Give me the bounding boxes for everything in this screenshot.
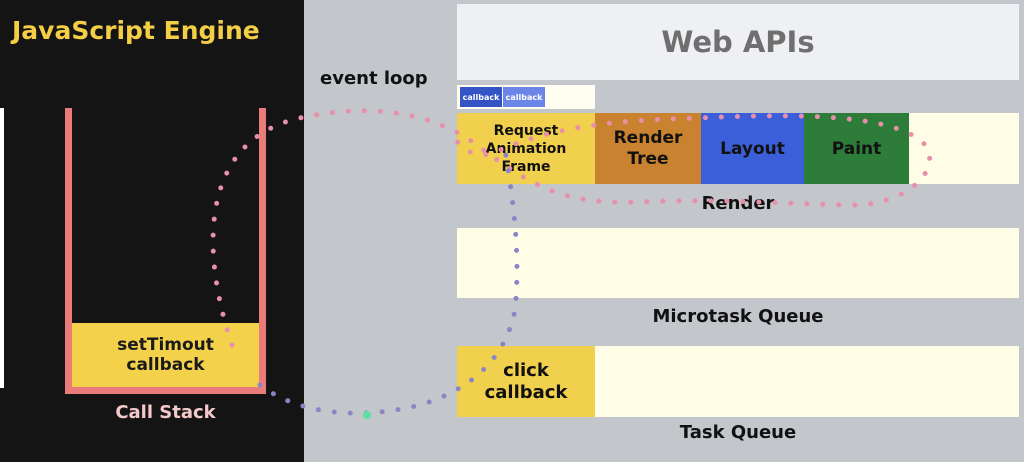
call-stack-right-wall [259, 108, 266, 394]
web-apis-title: Web APIs [661, 25, 815, 59]
raf-line-3: Frame [501, 158, 551, 175]
layout-label: Layout [720, 138, 785, 159]
web-apis-box: Web APIs [457, 4, 1019, 80]
task-queue-item-click-callback: click callback [457, 346, 595, 417]
raf-line-1: Request [493, 122, 559, 139]
stack-frame-line-1: setTimout [117, 335, 214, 355]
render-stage-layout: Layout [701, 113, 804, 184]
call-stack-frame-settimeout-callback: setTimout callback [72, 323, 259, 387]
task-item-line-2: callback [484, 381, 568, 403]
animation-callback-1: callback [460, 87, 502, 107]
render-tree-line-2: Tree [627, 148, 669, 169]
render-stage-request-animation-frame: Request Animation Frame [457, 113, 595, 184]
raf-line-2: Animation [485, 140, 567, 157]
microtask-queue-label: Microtask Queue [652, 306, 824, 327]
event-loop-label: event loop [320, 68, 428, 89]
render-stage-paint: Paint [804, 113, 909, 184]
microtask-queue [457, 228, 1019, 298]
call-stack-label: Call Stack [115, 402, 216, 423]
engine-title: JavaScript Engine [12, 16, 260, 45]
stack-frame-line-2: callback [126, 355, 205, 375]
call-stack-left-wall [65, 108, 72, 394]
animation-callback-2: callback [503, 87, 545, 107]
render-label: Render [701, 193, 775, 214]
cursor-dot [363, 411, 371, 419]
paint-label: Paint [831, 138, 882, 159]
task-queue-label: Task Queue [679, 422, 797, 443]
heap-edge [0, 108, 4, 388]
task-item-line-1: click [503, 359, 549, 381]
render-stage-render-tree: Render Tree [595, 113, 701, 184]
render-tree-line-1: Render [613, 127, 683, 148]
call-stack-bottom-wall [65, 387, 266, 394]
